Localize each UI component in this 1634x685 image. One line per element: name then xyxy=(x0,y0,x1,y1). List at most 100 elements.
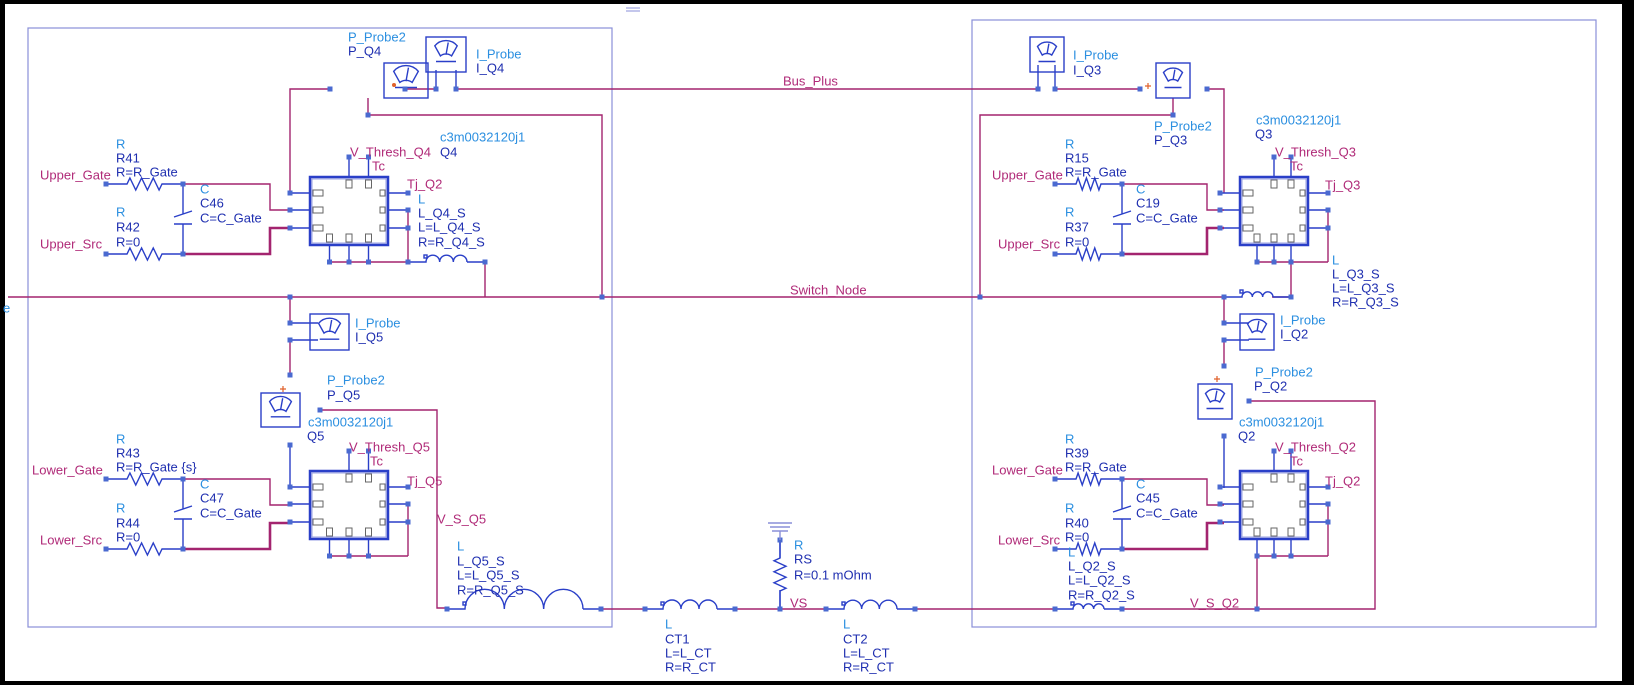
pin xyxy=(1271,553,1277,559)
wires xyxy=(8,65,1376,610)
pin xyxy=(1325,190,1331,196)
inductor-symbol xyxy=(826,599,915,610)
power-probe-p-q5[interactable] xyxy=(260,392,301,428)
pin-pad xyxy=(312,206,324,214)
pin xyxy=(444,606,450,612)
meter-dial-icon xyxy=(392,64,420,84)
gate-capacitor[interactable] xyxy=(1112,184,1132,254)
pin-pad xyxy=(1242,224,1254,232)
pin xyxy=(1288,294,1294,300)
probe-body xyxy=(1197,383,1233,420)
pin xyxy=(1221,363,1227,369)
inductor-l-q4-s[interactable] xyxy=(408,254,485,263)
v-s-q2-wire[interactable] xyxy=(1122,400,1376,610)
pin xyxy=(365,112,371,118)
pin xyxy=(1052,606,1058,612)
resistor-rs[interactable] xyxy=(772,540,788,609)
gate-wire[interactable] xyxy=(183,183,290,211)
pin xyxy=(405,190,411,196)
inductor-l-q5-s[interactable] xyxy=(447,588,601,610)
pin xyxy=(1288,154,1294,160)
mosfet-q5[interactable] xyxy=(308,469,390,541)
v-s-q5-wire[interactable] xyxy=(320,409,447,609)
parts-l-q2-type-label: L xyxy=(1068,544,1075,559)
parts-c46-name-label: C46 xyxy=(200,195,224,210)
inductor-ct1[interactable] xyxy=(645,599,735,610)
pin-pad xyxy=(1253,233,1261,243)
gate-wire[interactable] xyxy=(183,478,290,506)
pin xyxy=(287,190,293,196)
gate-resistor[interactable] xyxy=(106,176,183,192)
probe-return-wire[interactable] xyxy=(979,98,1174,297)
parts-r40-type-label: R xyxy=(1065,500,1074,515)
pin-pad xyxy=(1242,189,1254,197)
parts-ct2-v1-label: L=L_CT xyxy=(843,645,890,660)
power-probe-p-q2[interactable] xyxy=(1197,383,1233,420)
polarity-dot xyxy=(841,601,846,606)
inductor-l-q3-s[interactable] xyxy=(1224,289,1291,298)
source-resistor[interactable] xyxy=(106,246,183,262)
source-wire[interactable] xyxy=(1122,521,1224,551)
source-resistor[interactable] xyxy=(1055,540,1122,558)
pin xyxy=(402,86,408,92)
resistor-symbol xyxy=(1055,470,1122,488)
source-wire[interactable] xyxy=(183,521,290,551)
gate-resistor[interactable] xyxy=(1055,470,1122,488)
gate-capacitor[interactable] xyxy=(1112,479,1132,549)
pin-pad xyxy=(365,527,372,537)
source-wire[interactable] xyxy=(183,226,290,256)
parts-l-q4-v1-label: L=L_Q4_S xyxy=(418,219,481,234)
pin xyxy=(103,476,109,482)
bus-plus-wire[interactable] xyxy=(289,88,330,193)
pin-pad xyxy=(345,179,353,189)
pin xyxy=(1325,519,1331,525)
gate-wire[interactable] xyxy=(1122,478,1224,506)
devices-q3-tj-label: Tj_Q3 xyxy=(1325,177,1360,192)
ground-icon xyxy=(768,522,792,540)
parts-r44-name-label: R44 xyxy=(116,515,140,530)
gate-capacitor[interactable] xyxy=(173,479,193,549)
parts-r43-type-label: R xyxy=(116,431,125,446)
current-probe-i-q4[interactable] xyxy=(425,36,467,73)
pin-pad xyxy=(312,518,324,526)
inductor-symbol xyxy=(645,599,735,610)
resistor-symbol xyxy=(106,176,183,192)
parts-l-q4-type-label: L xyxy=(418,191,425,206)
mosfet-q2[interactable] xyxy=(1238,469,1310,541)
probe-body xyxy=(1155,62,1191,99)
pin xyxy=(405,207,411,213)
source-resistor[interactable] xyxy=(106,541,183,557)
pin xyxy=(1271,259,1277,265)
gate-wire[interactable] xyxy=(1122,183,1224,211)
current-probe-i-q2[interactable] xyxy=(1239,313,1275,351)
parts-ct2-name-label: CT2 xyxy=(843,631,868,646)
gate-capacitor[interactable] xyxy=(173,184,193,254)
inductor-l-q2-s[interactable] xyxy=(1055,601,1122,610)
pin xyxy=(1271,154,1277,160)
mosfet-q4[interactable] xyxy=(308,175,390,247)
pin-pad xyxy=(312,189,324,197)
bus-plus-wire[interactable] xyxy=(1207,88,1225,193)
source-wire[interactable] xyxy=(1122,226,1224,256)
gate-resistor[interactable] xyxy=(1055,175,1122,193)
inductor-ct2[interactable] xyxy=(826,599,915,610)
probe-return-wire[interactable] xyxy=(367,98,603,297)
device-inner xyxy=(1241,178,1307,244)
source-resistor[interactable] xyxy=(1055,245,1122,263)
parts-ct1-type-label: L xyxy=(665,616,672,631)
power-probe-p-q3[interactable] xyxy=(1155,62,1191,99)
current-probe-i-q3[interactable] xyxy=(1029,36,1065,73)
parts-l-q2-v1-label: L=L_Q2_S xyxy=(1068,572,1131,587)
ports-lower-src-r-label: Lower_Src xyxy=(998,532,1061,547)
gate-resistor[interactable] xyxy=(106,471,183,487)
capacitor-symbol xyxy=(173,479,193,549)
pin-pad xyxy=(1299,189,1306,197)
meter-dial-icon xyxy=(317,317,342,335)
pin xyxy=(453,86,459,92)
parts-l-q5-v1-label: L=L_Q5_S xyxy=(457,567,520,582)
probe-body xyxy=(1239,313,1275,351)
current-probe-i-q5[interactable] xyxy=(309,313,350,351)
mosfet-q3[interactable] xyxy=(1238,175,1310,247)
device-inner xyxy=(1241,472,1307,538)
